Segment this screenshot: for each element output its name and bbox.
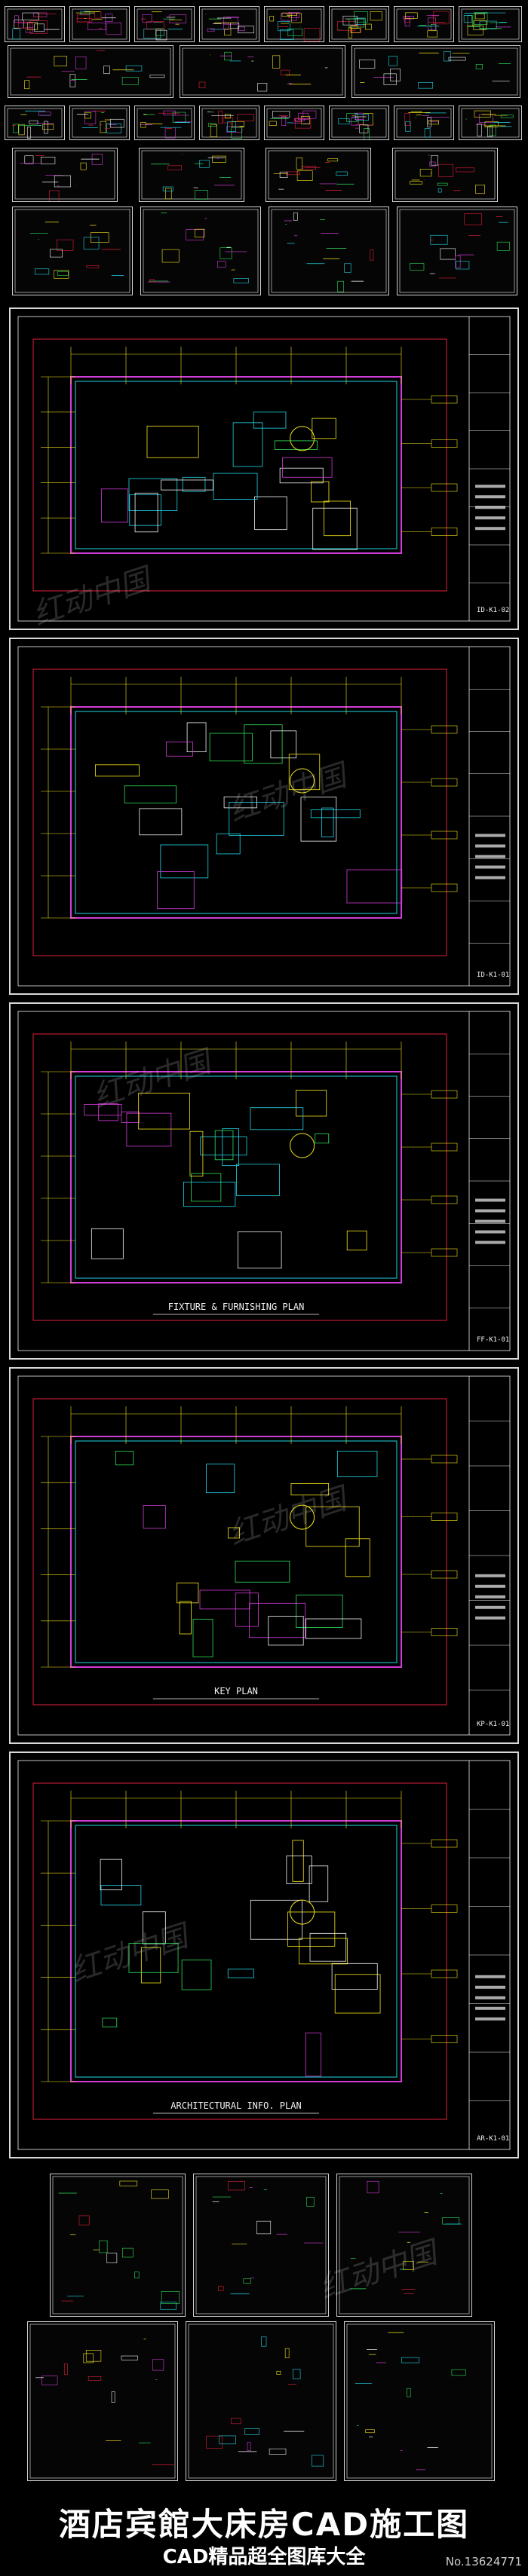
thumbnail-drawing: [396, 108, 452, 138]
cad-drawing: AR-K1-01 ARCHITECTURAL INFO. PLAN: [17, 1760, 511, 2150]
cad-drawing: FF-K1-01 FIXTURE & FURNISHING PLAN: [17, 1011, 511, 1351]
detail-sheet: [336, 2174, 472, 2317]
thumbnail-sheet: [392, 148, 498, 202]
detail-row-1: [5, 2174, 523, 2317]
thumbnail-drawing: [188, 2324, 334, 2479]
cad-drawing: ID-K1-01: [17, 646, 511, 987]
thumbnail-sheet: [264, 6, 324, 42]
detail-sheet: [50, 2174, 186, 2317]
thumbnail-drawing: [143, 209, 259, 293]
thumbnail-drawing: [14, 150, 115, 201]
sheet-number: AR-K1-01: [477, 2135, 509, 2143]
thumbnail-drawing: [394, 150, 496, 200]
title-bar: 酒店宾館大床房CAD施工图 CAD精品超全图库大全 No.13624771: [0, 2492, 528, 2576]
thumbnail-sheet: [12, 148, 118, 202]
plan-title: FIXTURE & FURNISHING PLAN: [168, 1302, 305, 1312]
thumbnail-drawing: [271, 209, 387, 293]
thumbnail-sheet: [459, 106, 522, 140]
thumbnail-drawing: [7, 108, 63, 139]
thumbnail-sheet: [397, 207, 517, 295]
thumbnail-drawing: [266, 8, 322, 41]
detail-sheet: [193, 2174, 329, 2317]
sheet-number: ID-K1-02: [477, 607, 509, 614]
thumbnail-drawing: [72, 108, 127, 138]
sheet-number: ID-K1-01: [477, 971, 509, 979]
thumbnail-drawing: [137, 8, 192, 41]
detail-row-2: [5, 2321, 523, 2481]
sheet-number: KP-K1-01: [477, 1721, 509, 1728]
cad-drawing: ID-K1-02: [17, 316, 511, 622]
thumbnail-drawing: [396, 8, 452, 40]
sub-title: CAD精品超全图库大全: [162, 2546, 366, 2568]
image-number: No.13624771: [445, 2555, 522, 2568]
thumbnail-sheet: [139, 148, 244, 202]
thumbnail-drawing: [201, 8, 257, 40]
thumbnail-sheet: [8, 45, 173, 98]
detail-sheet: [27, 2321, 178, 2481]
thumbnail-drawing: [266, 108, 322, 138]
plan-title: KEY PLAN: [214, 1686, 258, 1696]
thumbnail-sheet: [134, 106, 195, 140]
thumbnail-drawing: [14, 209, 130, 293]
sheet-number: FF-K1-01: [477, 1336, 509, 1344]
thumbnail-drawing: [195, 2176, 327, 2314]
thumbnail-sheet: [69, 106, 130, 140]
thumbnail-sheet: [5, 6, 65, 42]
thumbnail-drawing: [201, 108, 257, 139]
thumbnail-row-2: [5, 45, 523, 98]
drawing-panel-1: ID-K1-02: [9, 307, 519, 630]
main-title: 酒店宾館大床房CAD施工图: [58, 2506, 470, 2543]
thumbnail-sheet: [5, 106, 65, 140]
plan-title: ARCHITECTURAL INFO. PLAN: [170, 2100, 301, 2111]
thumbnail-drawing: [461, 108, 520, 138]
thumbnail-drawing: [141, 150, 242, 200]
thumbnail-sheet: [134, 6, 195, 42]
thumbnail-drawing: [399, 209, 515, 293]
thumbnail-drawing: [29, 2324, 176, 2479]
drawing-panel-4: KP-K1-01 KEY PLAN: [9, 1367, 519, 1744]
thumbnail-row-1: [5, 6, 523, 42]
thumbnail-drawing: [7, 8, 63, 40]
thumbnail-sheet: [394, 6, 454, 42]
detail-sheet: [344, 2321, 495, 2481]
detail-sheet: [186, 2321, 336, 2481]
thumbnail-sheet: [351, 45, 520, 98]
thumbnail-drawing: [339, 2176, 470, 2314]
thumbnail-sheet: [264, 106, 324, 140]
thumbnail-row-3: [5, 106, 523, 140]
drawing-panel-5: AR-K1-01 ARCHITECTURAL INFO. PLAN: [9, 1751, 519, 2158]
thumbnail-drawing: [10, 47, 171, 96]
thumbnail-sheet: [394, 106, 454, 140]
thumbnail-drawing: [346, 2324, 493, 2479]
thumbnail-sheet: [199, 106, 259, 140]
thumbnail-sheet: [69, 6, 130, 42]
thumbnail-sheet: [180, 45, 345, 98]
thumbnail-sheet: [459, 6, 522, 42]
thumbnail-sheet: [140, 207, 261, 295]
thumbnail-drawing: [331, 8, 387, 40]
thumbnail-sheet: [199, 6, 259, 42]
thumbnail-row-4: [5, 148, 523, 202]
thumbnail-sheet: [269, 207, 389, 295]
thumbnail-drawing: [137, 108, 193, 139]
thumbnail-drawing: [52, 2176, 183, 2314]
thumbnail-row-5: [5, 207, 523, 295]
thumbnail-drawing: [331, 108, 387, 139]
thumbnail-sheet: [12, 207, 133, 295]
cad-drawing: KP-K1-01 KEY PLAN: [17, 1375, 511, 1736]
thumbnail-drawing: [182, 47, 343, 96]
drawing-panel-2: ID-K1-01: [9, 638, 519, 995]
drawing-panel-3: FF-K1-01 FIXTURE & FURNISHING PLAN: [9, 1002, 519, 1360]
thumbnail-sheet: [329, 106, 389, 140]
thumbnail-drawing: [354, 47, 518, 96]
thumbnail-drawing: [72, 8, 127, 40]
thumbnail-drawing: [268, 150, 369, 200]
thumbnail-drawing: [461, 8, 520, 40]
thumbnail-sheet: [329, 6, 389, 42]
thumbnail-sheet: [266, 148, 371, 202]
